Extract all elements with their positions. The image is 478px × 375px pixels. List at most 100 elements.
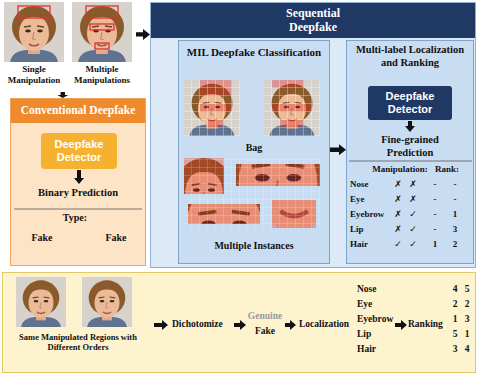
label-slot: Fake [246, 326, 284, 337]
flow-arrow [330, 144, 346, 155]
flow-arrow [136, 29, 150, 40]
text-slot: Dichotomize [172, 319, 234, 330]
label-slot: 2 [450, 299, 460, 310]
instance-patch [167, 153, 242, 230]
text-slot: Conventional Deepfake [11, 99, 145, 123]
label-slot: 3 [448, 224, 462, 235]
table-cell: Hair [350, 239, 392, 250]
table-cell: - [428, 224, 442, 235]
label-slot: Eyebrow [350, 209, 392, 220]
table-cell: Eyebrow [357, 314, 397, 325]
text-slot: Bag [179, 142, 329, 154]
table-cell: 5 [450, 329, 460, 340]
text-slot: Multiple Manipulations [68, 64, 136, 86]
label-slot: ✗ [391, 179, 405, 190]
table-cell: Genuine [246, 311, 284, 322]
text-slot: Deepfake Detector [370, 90, 450, 116]
flow-arrow [74, 170, 84, 184]
table-cell: 3 [448, 224, 462, 235]
table-cell: Hair [357, 344, 397, 355]
table-cell: 5 [462, 284, 472, 295]
region-box [86, 6, 118, 18]
table-cell: - [428, 194, 442, 205]
text-slot: Ranking [408, 319, 450, 330]
table-cell: ✗ [406, 194, 420, 205]
text-slot: Binary Prediction [11, 187, 145, 200]
instance-tint [200, 104, 232, 112]
table-cell: 3 [450, 344, 460, 355]
node-title: Single Manipulation [2, 64, 66, 86]
table-cell: ✓ [406, 209, 420, 220]
label-slot: Eye [350, 194, 392, 205]
table-cell: ✗ [391, 179, 405, 190]
text-slot: Multi-label Localization and Ranking [349, 44, 471, 69]
patch-grid [264, 80, 320, 136]
label-slot: Lip [357, 329, 397, 340]
table-cell: ✓ [406, 239, 420, 250]
table-cell: 2 [450, 299, 460, 310]
table-cell: 2 [448, 239, 462, 250]
label-slot: 1 [450, 314, 460, 325]
table-cell: Nose [350, 179, 392, 190]
node-title: Conventional Deepfake [11, 99, 145, 123]
table-cell: ✗ [406, 179, 420, 190]
table-cell: 2 [462, 299, 472, 310]
label-slot: Genuine [246, 311, 284, 322]
label-slot: - [448, 194, 462, 205]
instance-tint [280, 120, 304, 128]
node-title: Deepfake Detector [370, 90, 450, 116]
table-cell: - [428, 209, 442, 220]
table-cell: 1 [450, 314, 460, 325]
illustration-part [199, 98, 357, 263]
label-slot: ✗ [406, 179, 420, 190]
node-text: Localization [299, 319, 357, 330]
instance-tint [200, 80, 232, 96]
node-title: Multi-label Localization and Ranking [349, 44, 471, 69]
table-cell: - [428, 179, 442, 190]
text-slot: Multiple Instances [179, 240, 329, 252]
table-rule [14, 209, 142, 210]
face-image [16, 277, 66, 327]
label-slot: 4 [462, 344, 472, 355]
node-title: Multiple Manipulations [68, 64, 136, 86]
label-slot: 1 [448, 209, 462, 220]
table-cell: 1 [448, 209, 462, 220]
instance-tint [272, 104, 312, 112]
flow-arrow [154, 320, 168, 330]
label-slot: 4 [450, 284, 460, 295]
label-slot: Hair [357, 344, 397, 355]
instance-tint [272, 80, 304, 88]
method-panel: Sequential DeepfakeMIL Deepfake Classifi… [150, 2, 476, 268]
table-cell: Fake [88, 232, 144, 244]
label-slot: Nose [350, 179, 392, 190]
instance-tint [188, 204, 260, 224]
label-slot: ✗ [406, 194, 420, 205]
label-slot: 3 [450, 344, 460, 355]
label-slot: Nose [357, 284, 397, 295]
stage-panel: MIL Deepfake ClassificationBagMultiple I… [178, 40, 330, 264]
node-text: Multiple Instances [179, 240, 329, 252]
table-cell: Rank: [432, 164, 462, 175]
label-slot: Manipulation: [364, 164, 436, 175]
table-cell: Eyebrow [350, 209, 392, 220]
label-slot: 2 [462, 299, 472, 310]
table-cell: Nose [357, 284, 397, 295]
table-cell: ✓ [406, 224, 420, 235]
text-slot: Localization [299, 319, 357, 330]
instance-tint [236, 164, 320, 186]
label-slot: 1 [428, 239, 442, 250]
input-face: Multiple Manipulations [68, 2, 136, 92]
input-face: Single Manipulation [2, 2, 66, 92]
label-slot: ✗ [391, 209, 405, 220]
example-band: Same Manipulated Regions with Different … [2, 272, 476, 373]
label-slot: Eye [357, 299, 397, 310]
label-slot: Lip [350, 224, 392, 235]
table-cell: - [448, 179, 462, 190]
table-cell: 4 [450, 284, 460, 295]
table-cell: ✗ [391, 209, 405, 220]
node-title: Sequential Deepfake [151, 3, 475, 38]
instance-patch [199, 98, 357, 263]
label-slot: Fake [14, 232, 70, 244]
flow-arrow [234, 320, 246, 330]
region-box [18, 6, 50, 18]
